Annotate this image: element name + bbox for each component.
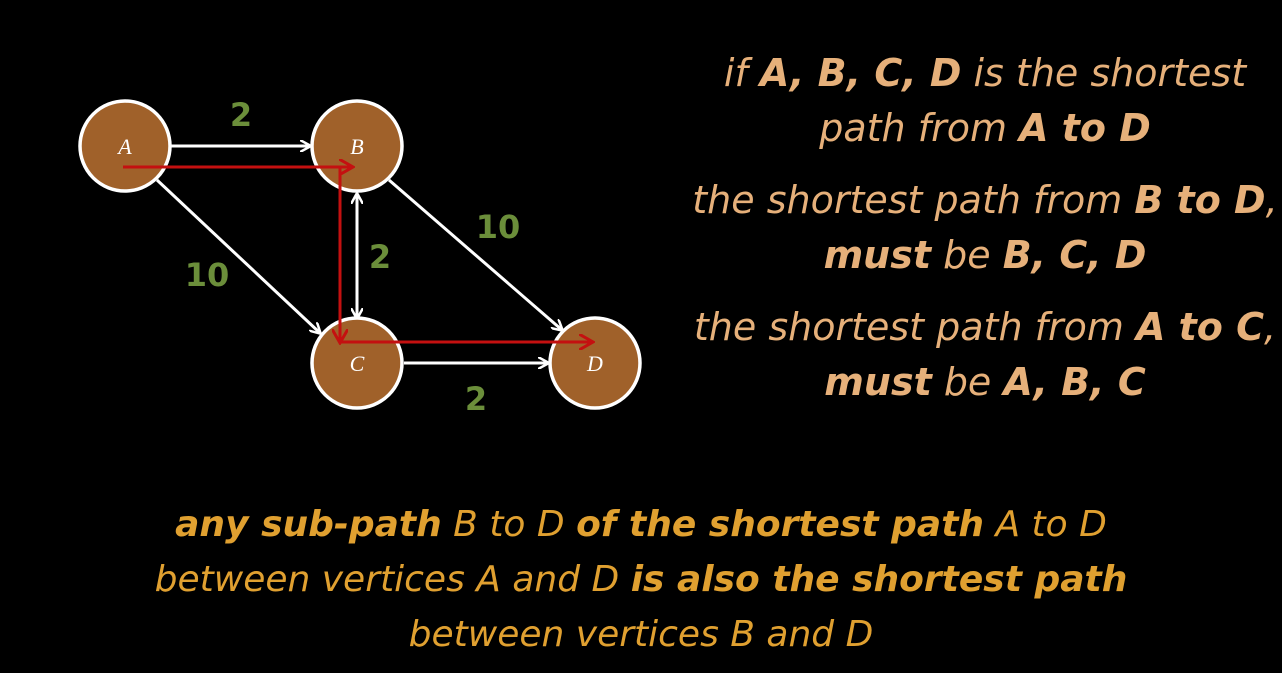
plain-text: the shortest path from xyxy=(693,305,1136,349)
node-d: D xyxy=(548,316,642,410)
conclusion-line: any sub-path B to D of the shortest path… xyxy=(0,497,1282,552)
emphasis-text: is also the shortest path xyxy=(630,559,1128,600)
emphasis-text: any sub-path xyxy=(175,504,442,545)
svg-text:A: A xyxy=(116,134,132,159)
plain-text: , xyxy=(1264,305,1277,349)
svg-text:B: B xyxy=(350,134,363,159)
emphasis-text: A to D xyxy=(1019,106,1151,150)
graph-diagram: A B C D 2 10 2 10 2 xyxy=(78,96,642,418)
edge-a-c xyxy=(155,178,320,333)
weight-b-c: 2 xyxy=(369,238,391,276)
plain-text: is the shortest path from xyxy=(819,51,1247,150)
plain-text: be xyxy=(931,360,1004,404)
plain-text: between vertices A and D xyxy=(154,559,631,600)
statement-subpath-a-c: the shortest path from A to C, must be A… xyxy=(690,300,1280,410)
plain-text: be xyxy=(931,233,1003,277)
edge-b-d xyxy=(388,178,562,330)
node-b: B xyxy=(310,99,404,193)
emphasis-text: B, C, D xyxy=(1002,233,1147,277)
plain-text: B to D xyxy=(441,504,577,545)
weight-b-d: 10 xyxy=(476,208,521,246)
conclusion-line: between vertices A and D is also the sho… xyxy=(0,552,1282,607)
weight-c-d: 2 xyxy=(465,380,487,418)
plain-text: , xyxy=(1265,178,1278,222)
svg-text:C: C xyxy=(350,351,365,376)
emphasis-text: of the shortest path xyxy=(576,504,985,545)
emphasis-text: A to C xyxy=(1135,305,1264,349)
emphasis-text: must xyxy=(824,360,932,404)
conclusion-line: between vertices B and D xyxy=(0,607,1282,662)
plain-text: between vertices B and D xyxy=(408,614,874,655)
plain-text: A to D xyxy=(984,504,1107,545)
plain-text: the shortest path from xyxy=(692,178,1135,222)
weight-a-c: 10 xyxy=(185,256,230,294)
node-c: C xyxy=(310,316,404,410)
emphasis-text: A, B, C xyxy=(1003,360,1146,404)
emphasis-text: A, B, C, D xyxy=(759,51,962,95)
emphasis-text: must xyxy=(823,233,932,277)
statement-shortest-path-a-d: if A, B, C, D is the shortest path from … xyxy=(690,46,1280,156)
node-a: A xyxy=(78,99,172,193)
svg-text:D: D xyxy=(586,351,603,376)
weight-a-b: 2 xyxy=(230,96,252,134)
plain-text: if xyxy=(723,51,760,95)
statement-subpath-b-d: the shortest path from B to D, must be B… xyxy=(690,173,1280,283)
emphasis-text: B to D xyxy=(1134,178,1266,222)
conclusion-text: any sub-path B to D of the shortest path… xyxy=(0,497,1282,662)
